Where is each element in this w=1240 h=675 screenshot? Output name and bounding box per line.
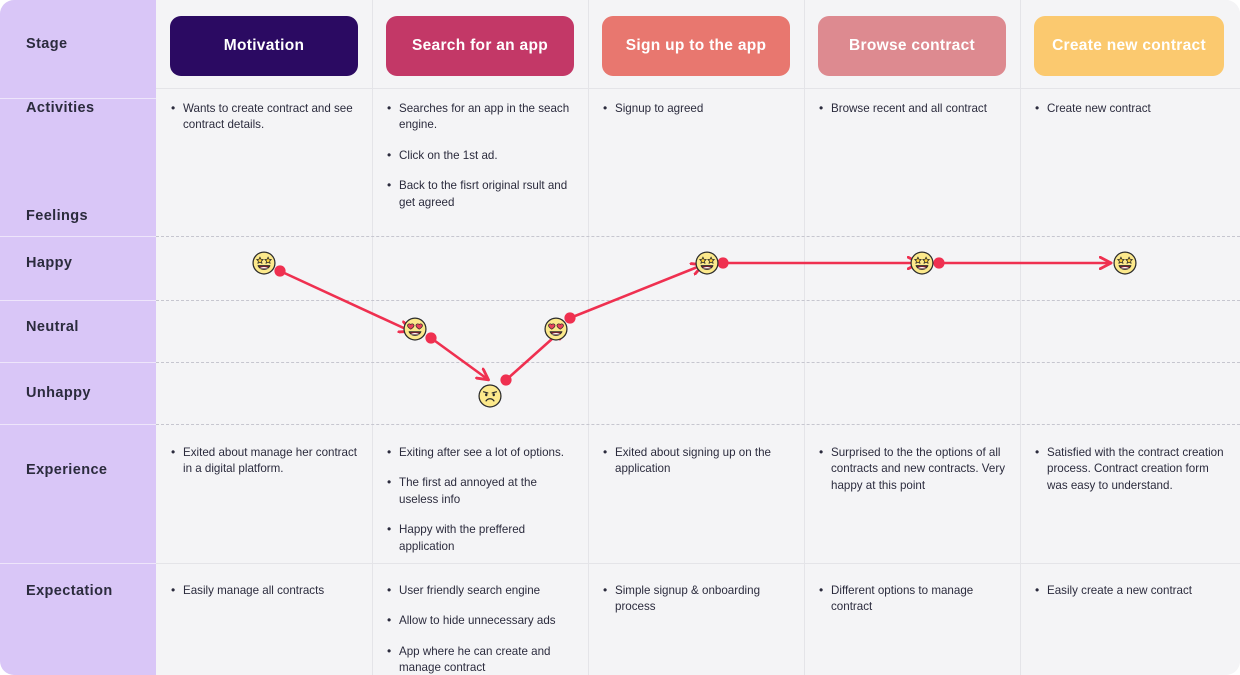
- sidebar-item-happy: Happy: [0, 255, 156, 271]
- bullet-item: Wants to create contract and see contrac…: [170, 100, 360, 134]
- star-struck-emoji: [695, 251, 720, 276]
- bullet-item: Back to the fisrt original rsult and get…: [386, 177, 576, 211]
- experience-cell: Surprised to the the options of all cont…: [818, 444, 1008, 494]
- column-divider: [1020, 0, 1021, 675]
- heart-eyes-emoji: [403, 317, 428, 342]
- stage-chip-label: Search for an app: [411, 37, 549, 54]
- stage-chip-label: Create new contract: [1052, 37, 1206, 54]
- sidebar-divider: [0, 424, 156, 425]
- stage-chip-label: Browse contract: [849, 37, 975, 54]
- activities-cell: Searches for an app in the seach engine.…: [386, 100, 576, 211]
- stage-chip-sign-up-to-the-app[interactable]: Sign up to the app: [602, 16, 790, 76]
- column-divider: [804, 0, 805, 675]
- feelings-gridline-neutral: [156, 362, 1240, 363]
- sidebar-item-expectation: Expectation: [0, 583, 156, 600]
- bullet-item: Create new contract: [1034, 100, 1224, 118]
- feelings-emoji-layer: [156, 230, 1240, 430]
- bullet-item: Easily manage all contracts: [170, 582, 366, 600]
- expectation-cell: Different options to manage contract: [818, 582, 1008, 616]
- bullet-item: Different options to manage contract: [818, 582, 1008, 616]
- sidebar-divider: [0, 98, 156, 99]
- sidebar-label-feelings: Feelings: [26, 208, 89, 224]
- bullet-item: User friendly search engine: [386, 582, 576, 600]
- bullet-item: Exiting after see a lot of options.: [386, 444, 576, 462]
- sidebar-divider: [0, 362, 156, 363]
- sidebar-divider: [0, 563, 156, 564]
- sidebar-label-expectation: Expectation: [26, 583, 113, 599]
- sidebar-divider: [0, 300, 156, 301]
- feelings-gridline-top: [156, 236, 1240, 237]
- sidebar-label-experience: Experience: [26, 462, 108, 478]
- sidebar-label-activities: Activities: [26, 100, 95, 116]
- heart-eyes-emoji: [544, 317, 569, 342]
- bullet-item: Browse recent and all contract: [818, 100, 1008, 118]
- experience-cell: Satisfied with the contract creation pro…: [1034, 444, 1230, 494]
- bullet-item: App where he can create and manage contr…: [386, 643, 576, 675]
- activities-cell: Wants to create contract and see contrac…: [170, 100, 360, 134]
- bullet-item: Satisfied with the contract creation pro…: [1034, 444, 1230, 494]
- sidebar-label-neutral: Neutral: [26, 319, 79, 335]
- sidebar-item-activities: Activities: [0, 100, 156, 117]
- expectation-cell: Easily create a new contract: [1034, 582, 1230, 600]
- sidebar-item-experience: Experience: [0, 462, 156, 479]
- bullet-item: Happy with the preffered application: [386, 521, 576, 555]
- star-struck-emoji: [910, 251, 935, 276]
- journey-grid: Motivation Search for an app Sign up to …: [156, 0, 1240, 675]
- sidebar-item-unhappy: Unhappy: [0, 385, 156, 401]
- stage-chip-label: Sign up to the app: [625, 37, 767, 54]
- sidebar-label-stage: Stage: [26, 36, 68, 52]
- experience-cell: Exited about manage her contract in a di…: [170, 444, 360, 478]
- bullet-item: Simple signup & onboarding process: [602, 582, 792, 616]
- activities-cell: Browse recent and all contract: [818, 100, 1008, 118]
- star-struck-emoji: [252, 251, 277, 276]
- experience-cell: Exited about signing up on the applicati…: [602, 444, 792, 478]
- bullet-item: Signup to agreed: [602, 100, 792, 118]
- experience-cell: Exiting after see a lot of options. The f…: [386, 444, 576, 555]
- bullet-item: Surprised to the the options of all cont…: [818, 444, 1008, 494]
- column-divider: [372, 0, 373, 675]
- row-divider: [156, 563, 1240, 564]
- bullet-item: Exited about manage her contract in a di…: [170, 444, 360, 478]
- expectation-cell: Easily manage all contracts: [170, 582, 366, 600]
- sidebar-divider: [0, 236, 156, 237]
- expectation-cell: Simple signup & onboarding process: [602, 582, 792, 616]
- sidebar-item-feelings: Feelings: [0, 208, 156, 225]
- sidebar-label-happy: Happy: [26, 255, 73, 271]
- stage-chip-browse-contract[interactable]: Browse contract: [818, 16, 1006, 76]
- bullet-item: Allow to hide unnecessary ads: [386, 612, 576, 630]
- row-divider: [156, 88, 1240, 89]
- stage-chip-create-new-contract[interactable]: Create new contract: [1034, 16, 1224, 76]
- expectation-cell: User friendly search engineAllow to hide…: [386, 582, 576, 675]
- activities-cell: Create new contract: [1034, 100, 1224, 118]
- feelings-gridline-unhappy: [156, 424, 1240, 425]
- stage-chip-label: Motivation: [223, 37, 305, 54]
- stage-chip-motivation[interactable]: Motivation: [170, 16, 358, 76]
- bullet-item: Exited about signing up on the applicati…: [602, 444, 792, 478]
- star-struck-emoji: [1113, 251, 1138, 276]
- bullet-item: Searches for an app in the seach engine.: [386, 100, 576, 134]
- stage-chip-search-for-an-app[interactable]: Search for an app: [386, 16, 574, 76]
- sidebar-label-unhappy: Unhappy: [26, 385, 91, 401]
- sidebar-item-stage: Stage: [0, 36, 156, 53]
- column-divider: [588, 0, 589, 675]
- bullet-item: Click on the 1st ad.: [386, 147, 576, 165]
- frowning-emoji: [478, 384, 503, 409]
- sidebar: Stage Activities Feelings Happy Neutral …: [0, 0, 156, 675]
- bullet-item: The first ad annoyed at the useless info: [386, 474, 576, 508]
- bullet-item: Easily create a new contract: [1034, 582, 1230, 600]
- sidebar-item-neutral: Neutral: [0, 319, 156, 335]
- activities-cell: Signup to agreed: [602, 100, 792, 118]
